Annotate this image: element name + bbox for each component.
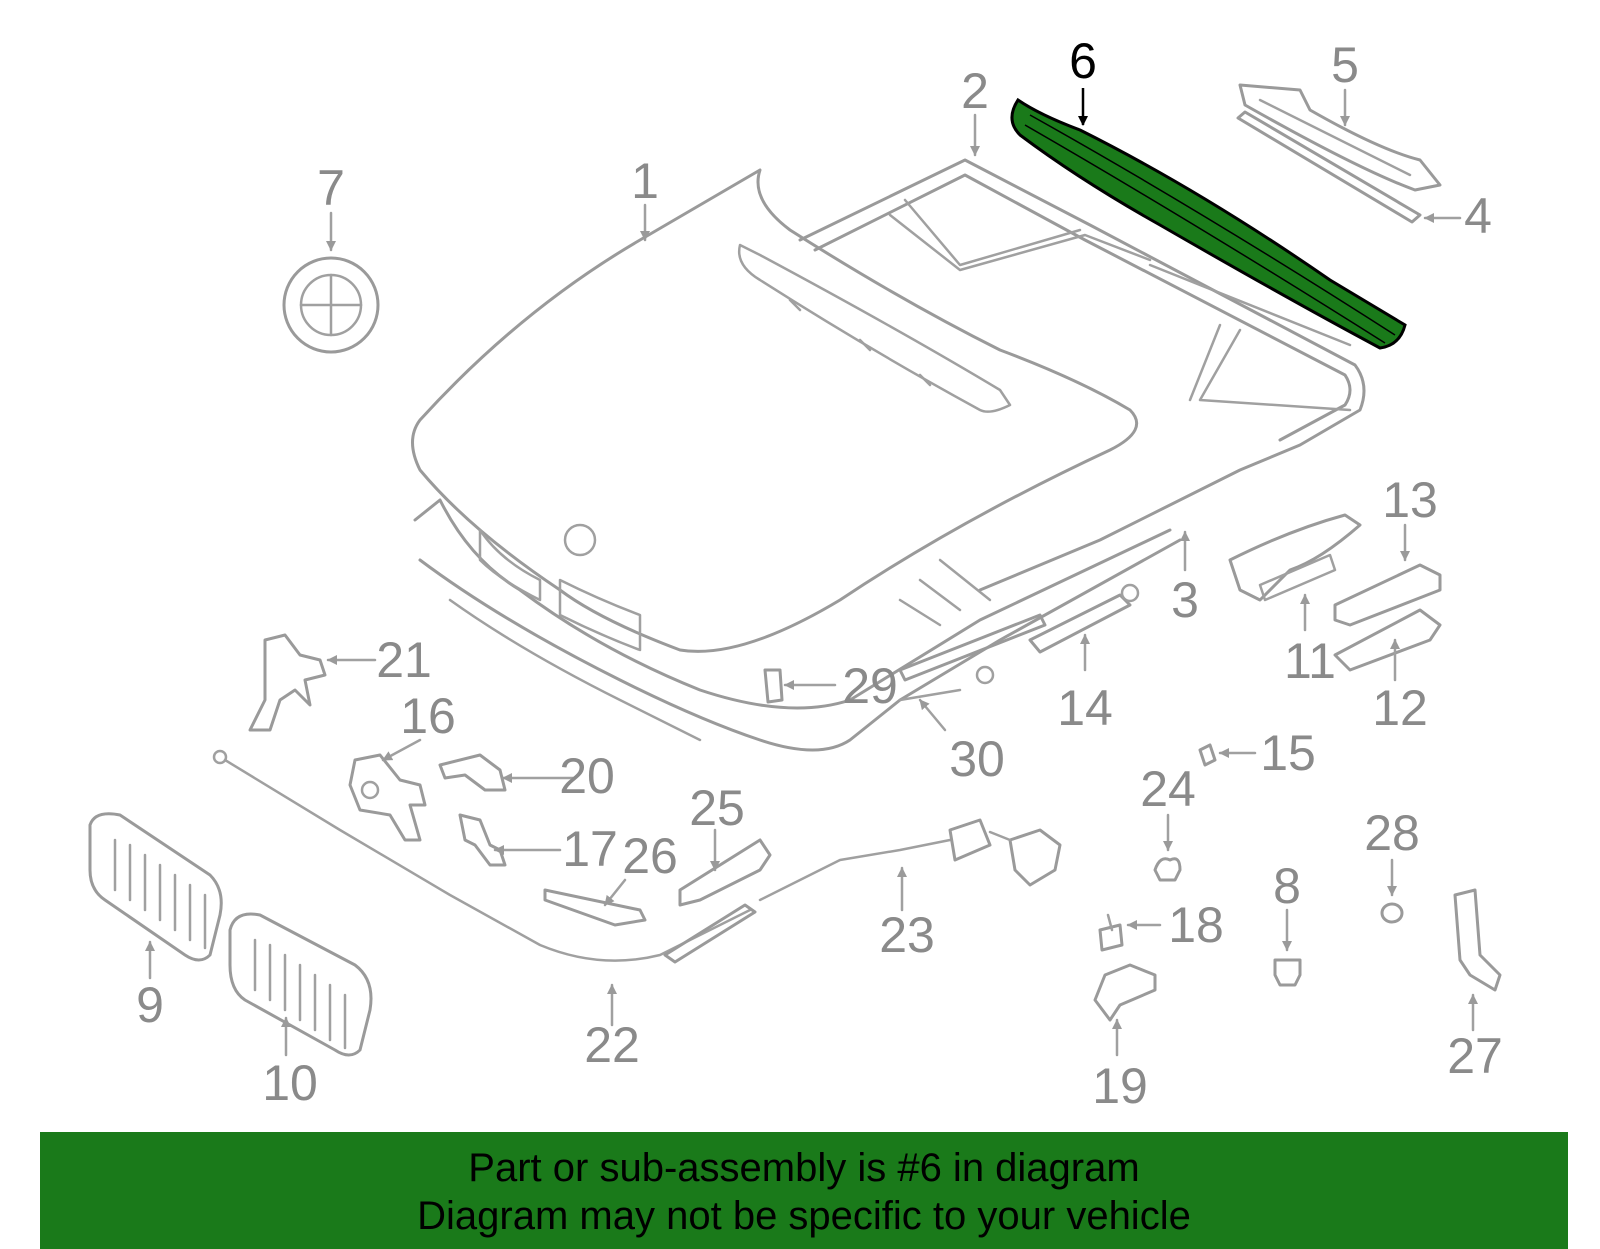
- callout-12: 12: [1372, 680, 1428, 736]
- callout-27: 27: [1447, 1028, 1503, 1084]
- part-30-seal: [898, 688, 962, 702]
- hood-inner-frame: [798, 158, 1366, 592]
- part-28-plug: [1380, 902, 1404, 924]
- part-19-rest: [1093, 963, 1157, 1022]
- callout-2: 2: [961, 63, 989, 119]
- part-7-emblem: [282, 256, 380, 354]
- callout-20: 20: [559, 748, 615, 804]
- callout-labels: 1 2 3 4 5 6 7 8 9 10 11 12 13 14 15 16 1…: [136, 33, 1503, 1114]
- part-26-seal: [543, 888, 647, 927]
- callout-14: 14: [1057, 680, 1113, 736]
- callout-26: 26: [622, 828, 678, 884]
- callout-30: 30: [949, 731, 1005, 787]
- callout-3: 3: [1171, 572, 1199, 628]
- callout-5: 5: [1331, 37, 1359, 93]
- callout-19: 19: [1092, 1058, 1148, 1114]
- callout-25: 25: [689, 780, 745, 836]
- callout-23: 23: [879, 907, 935, 963]
- part-20-clip: [438, 753, 507, 792]
- part-10-grille-right: [228, 912, 373, 1057]
- callout-11: 11: [1284, 633, 1336, 689]
- front-panel-underbody: [413, 498, 1182, 752]
- callout-6: 6: [1069, 33, 1097, 89]
- part-27-bracket: [1453, 888, 1502, 992]
- callout-16: 16: [400, 688, 456, 744]
- banner-line-2: Diagram may not be specific to your vehi…: [417, 1194, 1191, 1238]
- part-29-buffer: [763, 668, 784, 704]
- part-24-grommet: [1153, 857, 1182, 882]
- callout-22: 22: [584, 1017, 640, 1073]
- callout-18: 18: [1168, 897, 1224, 953]
- callout-9: 9: [136, 977, 164, 1033]
- part-14-gas-strut: [898, 583, 1140, 685]
- callout-7: 7: [317, 160, 345, 216]
- part-22-cable: [212, 749, 757, 964]
- callout-10: 10: [262, 1055, 318, 1111]
- part-9-grille-left: [88, 812, 223, 962]
- leader-lines: [145, 88, 1478, 1057]
- part-25-bracket: [678, 838, 772, 907]
- part-23-release-cable: [758, 818, 1062, 902]
- part-17-clip: [458, 813, 507, 867]
- part-4-strip: [1236, 110, 1422, 224]
- callout-24: 24: [1140, 761, 1196, 817]
- callout-13: 13: [1382, 472, 1438, 528]
- info-banner: Part or sub-assembly is #6 in diagram Di…: [40, 1132, 1568, 1249]
- part-13-hinge: [1333, 563, 1442, 627]
- part-21-bracket: [248, 633, 327, 732]
- callout-8: 8: [1273, 858, 1301, 914]
- part-16-hood-latch: [348, 753, 427, 842]
- hood-outer-panel: [411, 168, 1139, 653]
- callout-17: 17: [562, 821, 618, 877]
- part-5-trim-bracket: [1238, 83, 1442, 192]
- callout-28: 28: [1364, 805, 1420, 861]
- part-18-clip: [1098, 913, 1124, 952]
- part-12-hinge: [1333, 608, 1442, 672]
- callout-4: 4: [1464, 188, 1492, 244]
- callout-1: 1: [631, 153, 659, 209]
- callout-29: 29: [842, 658, 898, 714]
- part-11-hinge: [1228, 513, 1362, 602]
- part-8-plug: [1273, 958, 1302, 987]
- callout-15: 15: [1260, 725, 1316, 781]
- callout-21: 21: [376, 632, 432, 688]
- banner-line-1: Part or sub-assembly is #6 in diagram: [468, 1146, 1140, 1190]
- part-15-clip: [1198, 743, 1217, 767]
- part-6-weatherstrip: [1010, 97, 1407, 350]
